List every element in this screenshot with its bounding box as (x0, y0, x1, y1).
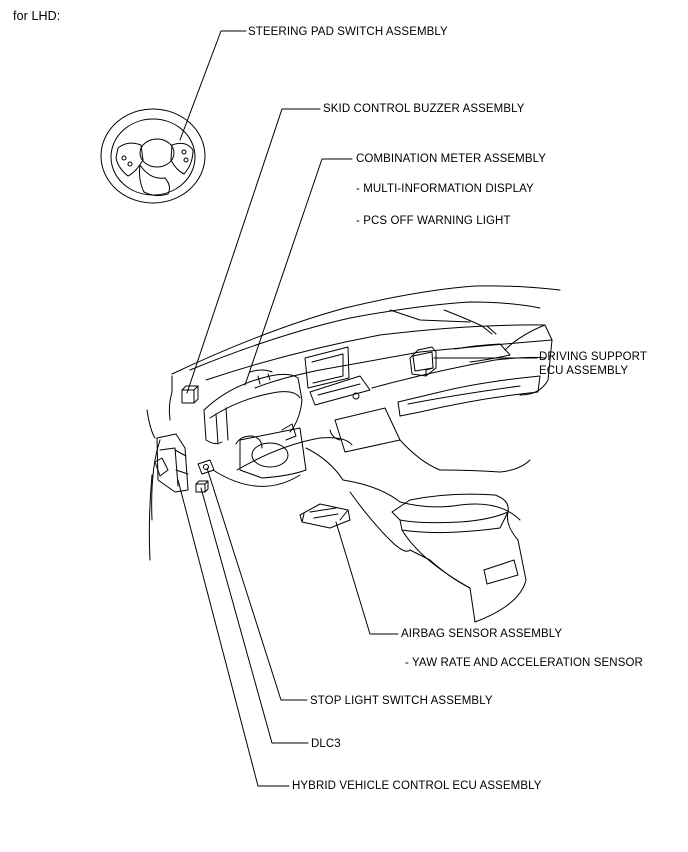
center-console-drawing (342, 479, 527, 623)
label-airbag-sensor: AIRBAG SENSOR ASSEMBLY (401, 628, 563, 640)
label-combination-meter: COMBINATION METER ASSEMBLY (356, 153, 547, 165)
label-skid-control-buzzer: SKID CONTROL BUZZER ASSEMBLY (323, 103, 525, 115)
label-stop-light-switch: STOP LIGHT SWITCH ASSEMBLY (310, 695, 493, 707)
label-pcs-off-warning-light: - PCS OFF WARNING LIGHT (356, 215, 511, 227)
label-steering-pad-switch: STEERING PAD SWITCH ASSEMBLY (248, 26, 448, 38)
steering-wheel-drawing (100, 108, 206, 204)
instrument-panel-drawing (171, 285, 561, 487)
driving-support-ecu-drawing (409, 346, 437, 377)
leader-lines (177, 30, 538, 787)
skid-control-buzzer-drawing (181, 385, 199, 404)
label-hybrid-vehicle-control-ecu: HYBRID VEHICLE CONTROL ECU ASSEMBLY (292, 780, 542, 792)
label-driving-support-ecu-line2: ECU ASSEMBLY (539, 365, 629, 377)
airbag-sensor-drawing (299, 503, 351, 529)
label-yaw-rate-sensor: - YAW RATE AND ACCELERATION SENSOR (405, 657, 643, 669)
hybrid-ecu-area-drawing (146, 391, 215, 561)
combination-meter-drawing (203, 369, 307, 479)
label-driving-support-ecu-line1: DRIVING SUPPORT (539, 351, 647, 363)
label-dlc3: DLC3 (311, 738, 341, 750)
variant-heading: for LHD: (13, 9, 61, 23)
label-multi-information-display: - MULTI-INFORMATION DISPLAY (356, 183, 534, 195)
